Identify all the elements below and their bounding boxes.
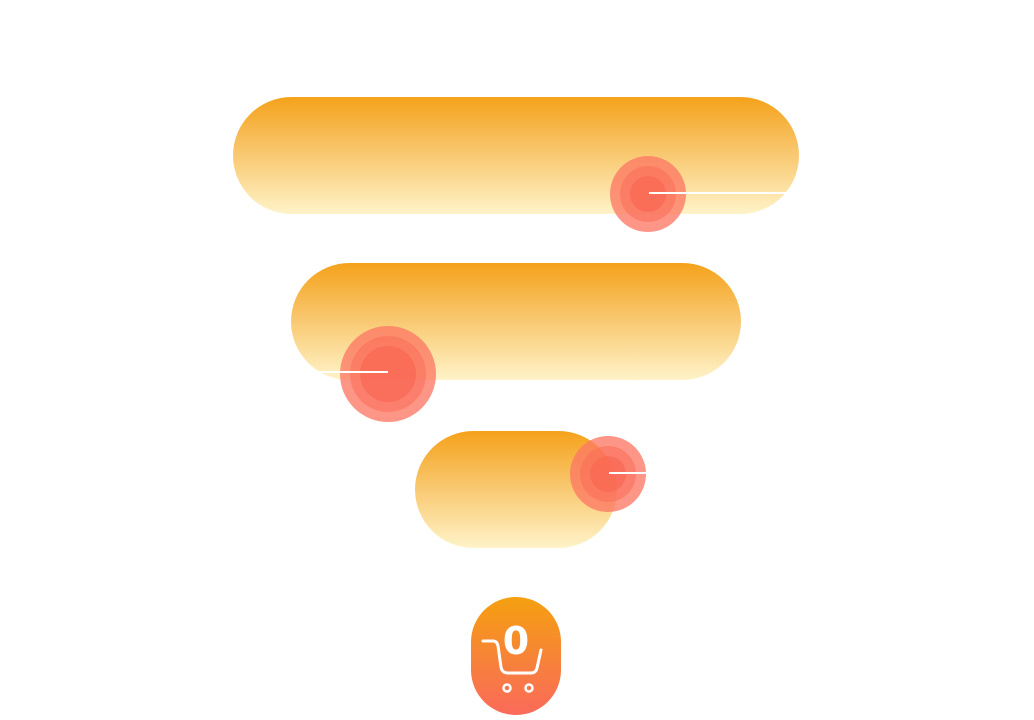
hotspot-marker-3[interactable]	[570, 436, 646, 512]
hotspot-marker-2[interactable]	[340, 326, 436, 422]
hotspot-connector-3	[609, 472, 646, 474]
cart-count-badge: 0	[502, 619, 530, 663]
funnel-tier-1	[233, 97, 799, 214]
hotspot-marker-1[interactable]	[610, 156, 686, 232]
shopping-cart-icon	[481, 639, 543, 693]
cart-button[interactable]: 0	[471, 597, 561, 715]
hotspot-connector-2	[318, 371, 388, 373]
hotspot-connector-1	[649, 192, 786, 194]
